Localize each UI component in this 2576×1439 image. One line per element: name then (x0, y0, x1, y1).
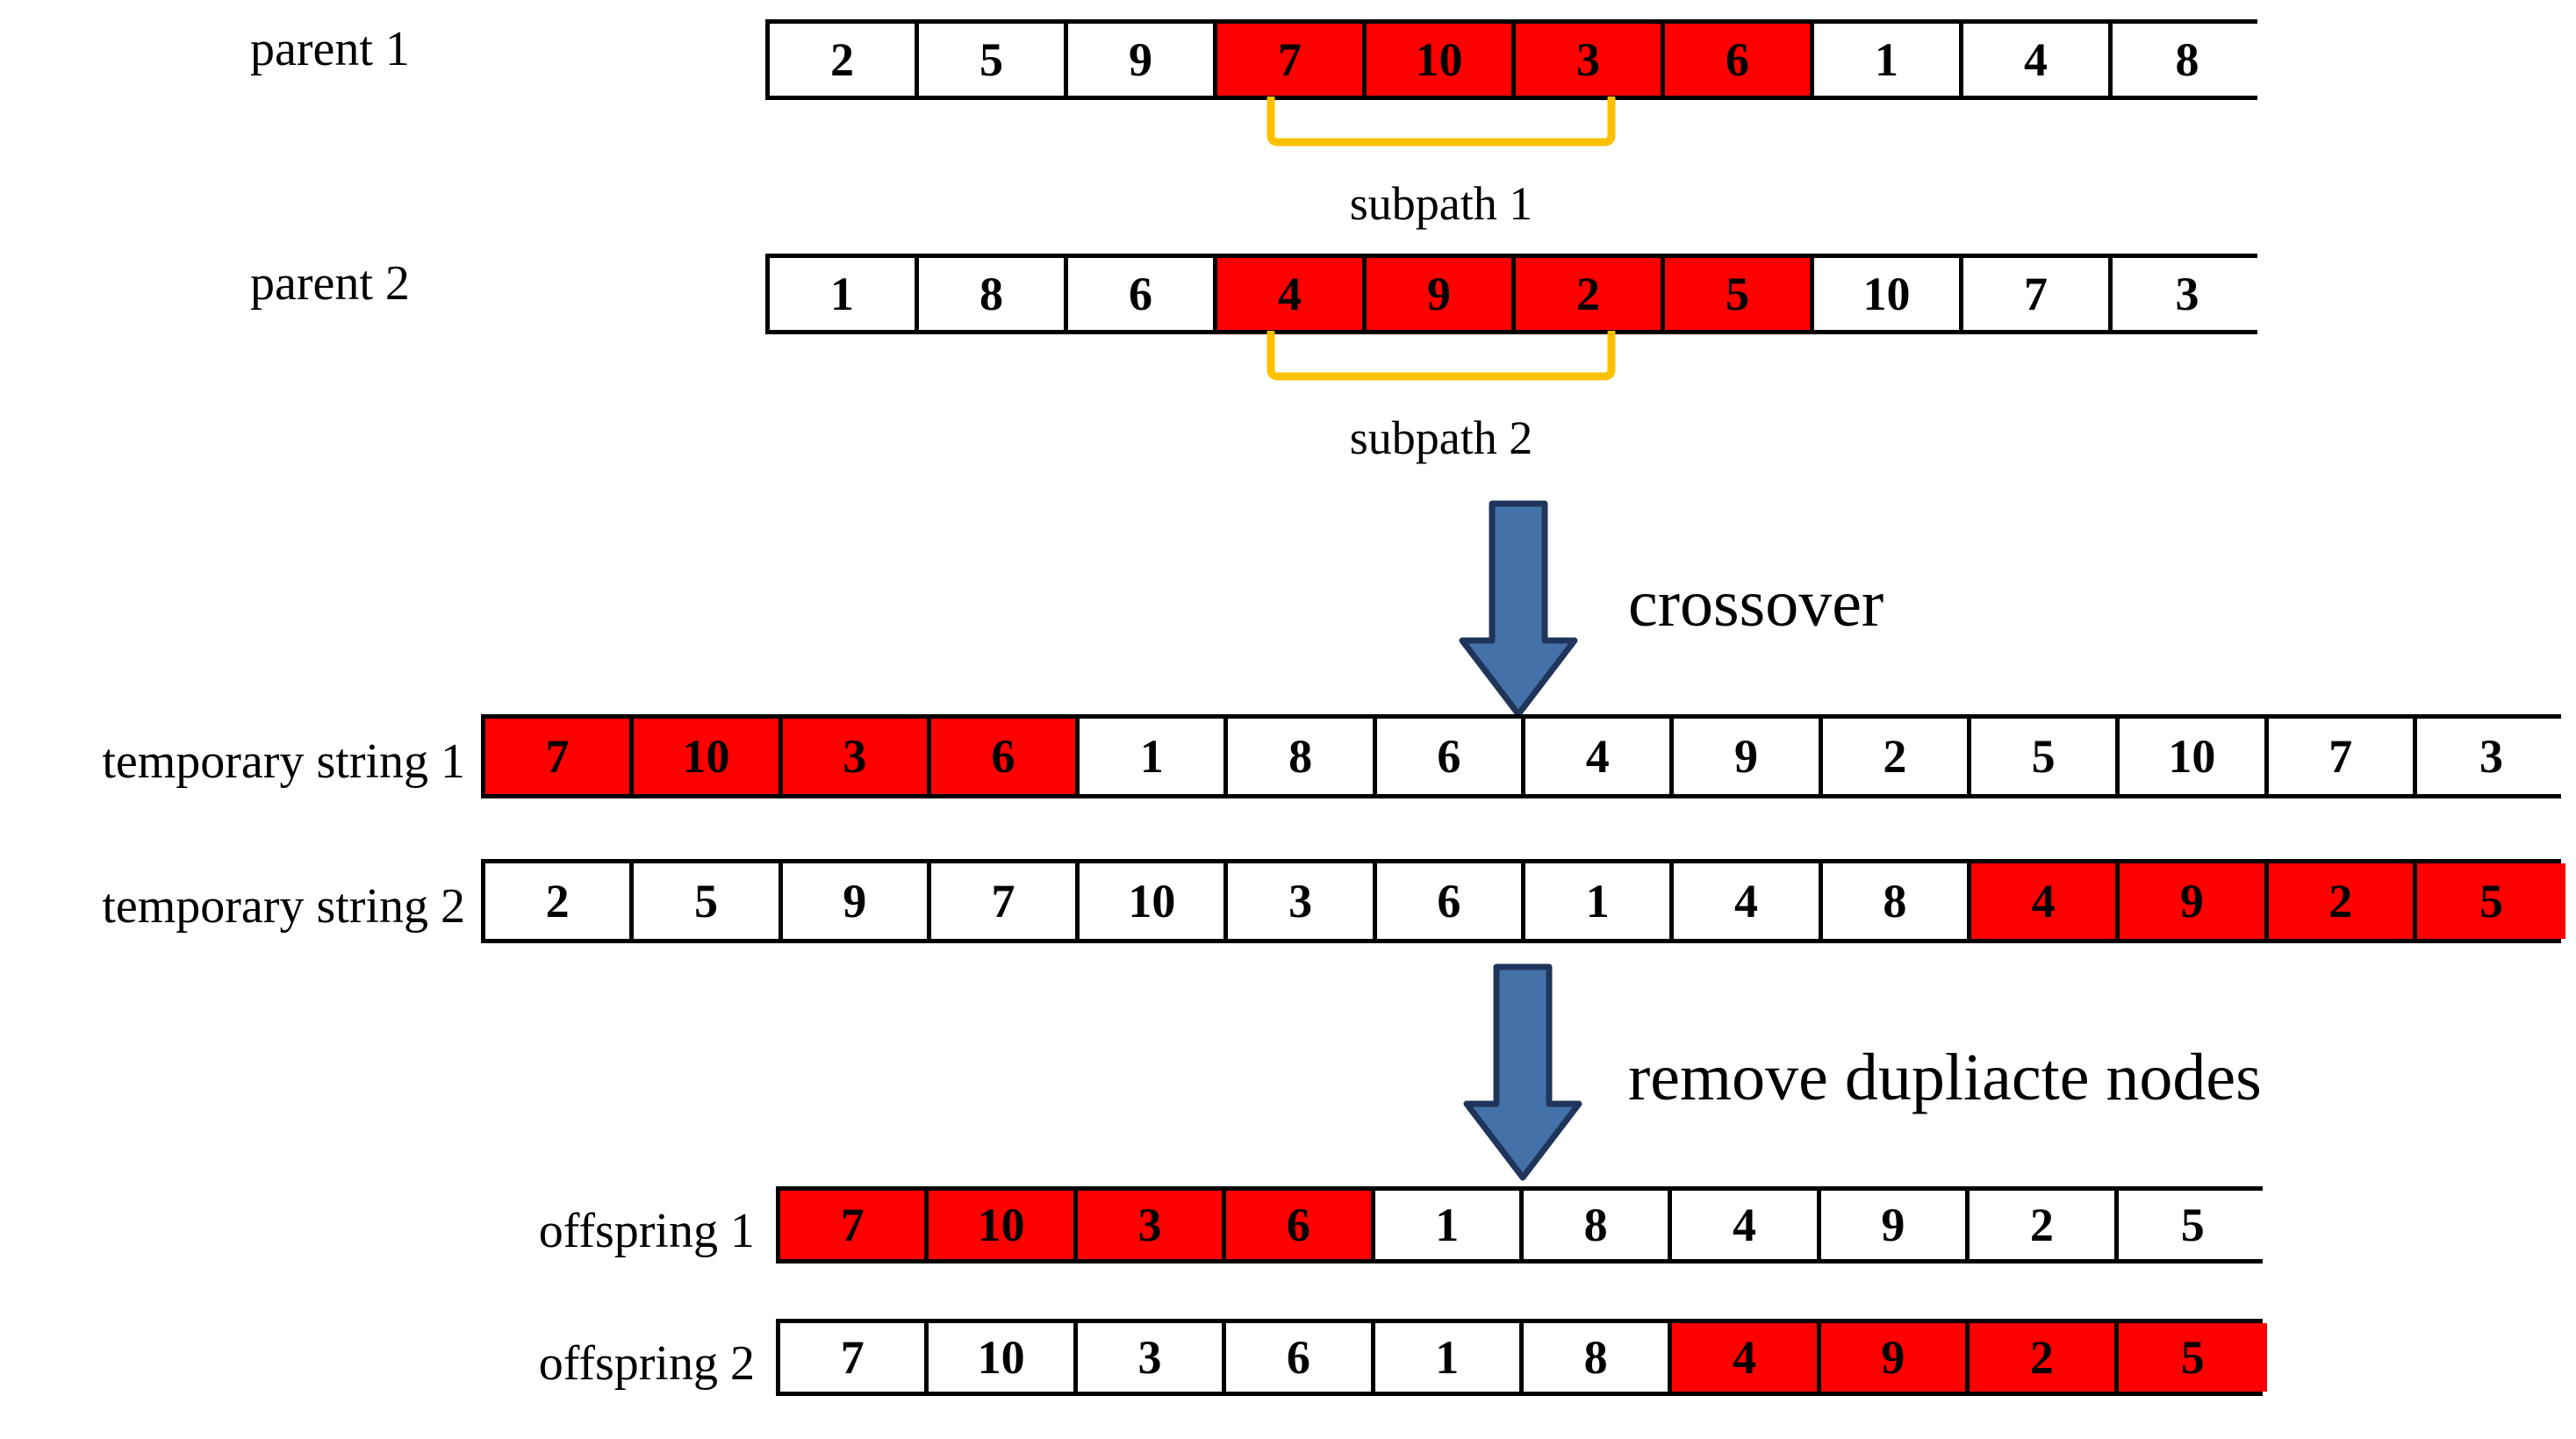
cell-temp2-4: 7 (930, 863, 1080, 939)
cell-offspring1-6: 8 (1523, 1191, 1673, 1259)
cell-offspring1-2: 10 (929, 1191, 1078, 1259)
cell-offspring1-1: 7 (780, 1191, 929, 1259)
cell-parent2-6: 2 (1516, 258, 1665, 330)
cell-offspring1-10: 5 (2118, 1191, 2267, 1259)
cell-parent1-8: 1 (1814, 24, 1963, 96)
cell-offspring1-9: 2 (1970, 1191, 2119, 1259)
row-label-temporary-string-2: temporary string 2 (102, 879, 465, 934)
cell-offspring2-3: 3 (1077, 1323, 1227, 1392)
cell-temp1-10: 2 (1822, 719, 1971, 794)
caption-subpath-1: subpath 1 (1349, 177, 1533, 230)
bracket-subpath-1 (1266, 97, 1617, 147)
cell-offspring1-3: 3 (1077, 1191, 1227, 1259)
caption-subpath-2: subpath 2 (1349, 412, 1533, 464)
cell-parent2-5: 9 (1367, 258, 1516, 330)
cell-temp1-11: 5 (1970, 719, 2120, 794)
cell-parent2-8: 10 (1814, 258, 1963, 330)
cell-parent2-3: 6 (1068, 258, 1217, 330)
cell-temp2-9: 4 (1674, 863, 1823, 939)
bracket-subpath-2 (1266, 331, 1617, 382)
down-arrow-crossover (1457, 500, 1580, 720)
row-label-parent-1: parent 1 (250, 22, 410, 76)
cell-temp2-11: 4 (1970, 863, 2120, 939)
cell-temp2-3: 9 (782, 863, 931, 939)
row-label-temporary-string-1: temporary string 1 (102, 734, 465, 789)
cell-offspring2-8: 9 (1820, 1323, 1970, 1392)
down-arrow-remove-duplicates (1461, 963, 1584, 1183)
cell-parent1-4: 7 (1217, 24, 1367, 96)
cell-offspring2-1: 7 (780, 1323, 929, 1392)
cell-parent2-10: 3 (2113, 258, 2262, 330)
cell-temp1-6: 8 (1228, 719, 1377, 794)
cell-parent1-10: 8 (2113, 24, 2262, 96)
cell-temp1-14: 3 (2416, 719, 2566, 794)
cell-parent2-1: 1 (770, 258, 919, 330)
cell-parent1-9: 4 (1963, 24, 2113, 96)
cell-parent1-5: 10 (1367, 24, 1516, 96)
cell-offspring1-7: 4 (1672, 1191, 1821, 1259)
cell-parent1-2: 5 (919, 24, 1068, 96)
cell-temp1-5: 1 (1080, 719, 1229, 794)
cell-parent1-1: 2 (770, 24, 919, 96)
cell-temp1-8: 4 (1525, 719, 1675, 794)
row-label-offspring-1: offspring 1 (538, 1204, 755, 1258)
cell-offspring2-10: 5 (2118, 1323, 2267, 1392)
cell-parent2-2: 8 (919, 258, 1068, 330)
cell-temp2-1: 2 (485, 863, 635, 939)
cell-offspring1-8: 9 (1820, 1191, 1970, 1259)
cell-offspring2-9: 2 (1970, 1323, 2119, 1392)
cell-parent2-4: 4 (1217, 258, 1367, 330)
cell-temp1-13: 7 (2268, 719, 2417, 794)
cell-offspring2-4: 6 (1226, 1323, 1375, 1392)
cell-temp2-13: 2 (2268, 863, 2417, 939)
cell-offspring2-6: 8 (1523, 1323, 1673, 1392)
cell-temp1-1: 7 (485, 719, 635, 794)
cell-offspring1-5: 1 (1374, 1191, 1524, 1259)
cell-parent2-7: 5 (1665, 258, 1814, 330)
cell-temp1-2: 10 (634, 719, 783, 794)
cell-parent1-6: 3 (1516, 24, 1665, 96)
cell-temp1-3: 3 (782, 719, 931, 794)
cell-parent1-3: 9 (1068, 24, 1217, 96)
cell-temp1-4: 6 (930, 719, 1080, 794)
stage-label-crossover: crossover (1628, 567, 1884, 641)
cell-temp2-5: 10 (1080, 863, 1229, 939)
cell-temp2-2: 5 (634, 863, 783, 939)
cell-offspring2-5: 1 (1374, 1323, 1524, 1392)
row-label-parent-2: parent 2 (250, 256, 410, 311)
cell-offspring2-7: 4 (1672, 1323, 1821, 1392)
cell-temp1-9: 9 (1674, 719, 1823, 794)
cell-temp2-7: 6 (1376, 863, 1526, 939)
cell-temp2-8: 1 (1525, 863, 1675, 939)
cell-temp1-12: 10 (2120, 719, 2269, 794)
cell-offspring2-2: 10 (929, 1323, 1078, 1392)
cell-parent2-9: 7 (1963, 258, 2113, 330)
stage-label-remove-duplicates: remove dupliacte nodes (1628, 1041, 2262, 1114)
cell-temp1-7: 6 (1376, 719, 1526, 794)
cell-temp2-6: 3 (1228, 863, 1377, 939)
cell-temp2-10: 8 (1822, 863, 1971, 939)
cell-temp2-14: 5 (2416, 863, 2566, 939)
cell-offspring1-4: 6 (1226, 1191, 1375, 1259)
cell-parent1-7: 6 (1665, 24, 1814, 96)
row-label-offspring-2: offspring 2 (538, 1336, 755, 1391)
cell-temp2-12: 9 (2120, 863, 2269, 939)
